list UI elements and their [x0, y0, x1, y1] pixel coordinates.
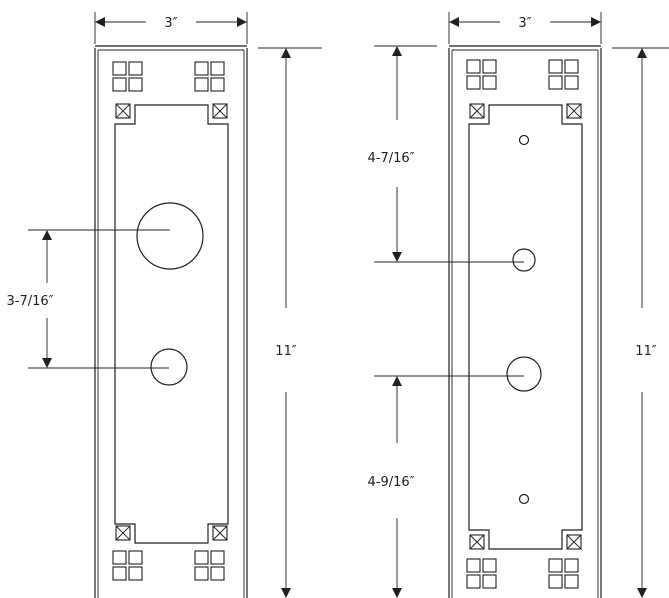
left-small-hole	[150, 348, 188, 386]
decor-square	[194, 77, 209, 92]
decor-square	[482, 59, 497, 74]
decor-square	[482, 574, 497, 589]
decor-square	[548, 574, 563, 589]
left-inner-panel	[114, 104, 229, 544]
decor-square	[128, 77, 143, 92]
decor-square	[112, 566, 127, 581]
decor-square	[548, 75, 563, 90]
decor-square	[564, 574, 579, 589]
decor-square	[128, 550, 143, 565]
decor-square	[564, 59, 579, 74]
left-height-dimension: 11″	[258, 47, 322, 598]
left-large-hole	[136, 202, 204, 270]
right-lower-hole	[506, 356, 542, 392]
decor-square	[194, 550, 209, 565]
right-height-label: 11″	[635, 344, 657, 359]
decor-square	[112, 550, 127, 565]
decor-square	[210, 61, 225, 76]
right-lower-spacing-label: 4-9/16″	[367, 475, 414, 490]
left-width-dimension: 3″	[94, 12, 248, 44]
decor-square	[210, 77, 225, 92]
right-width-dimension: 3″	[448, 12, 602, 44]
decor-square	[564, 558, 579, 573]
decor-square	[548, 558, 563, 573]
decor-square	[466, 574, 481, 589]
decor-square	[210, 550, 225, 565]
decor-square	[194, 566, 209, 581]
right-inner-panel	[468, 104, 583, 550]
right-upper-hole	[512, 248, 536, 272]
decor-square	[482, 75, 497, 90]
right-upper-spacing-label: 4-7/16″	[367, 151, 414, 166]
decor-square	[128, 61, 143, 76]
right-bottom-screw-hole	[518, 493, 530, 505]
left-height-label: 11″	[275, 344, 297, 359]
right-height-dimension: 11″	[612, 47, 669, 598]
left-width-label: 3″	[164, 16, 177, 31]
decor-square	[482, 558, 497, 573]
right-upper-spacing-dimension: 4-7/16″	[367, 45, 524, 263]
decor-square	[466, 75, 481, 90]
right-lower-spacing-dimension: 4-9/16″	[367, 375, 524, 598]
decor-square	[210, 566, 225, 581]
decor-square	[564, 75, 579, 90]
decor-square	[112, 77, 127, 92]
decor-square	[128, 566, 143, 581]
left-hole-spacing-dimension: 3-7/16″	[6, 229, 170, 369]
right-top-screw-hole	[518, 134, 530, 146]
right-width-label: 3″	[518, 16, 531, 31]
left-spacing-label: 3-7/16″	[6, 294, 53, 309]
decor-square	[466, 59, 481, 74]
left-plate	[94, 45, 248, 598]
decor-square	[194, 61, 209, 76]
decor-square	[466, 558, 481, 573]
decor-square	[112, 61, 127, 76]
decorative-squares	[112, 59, 582, 589]
decor-square	[548, 59, 563, 74]
right-plate	[448, 45, 602, 598]
